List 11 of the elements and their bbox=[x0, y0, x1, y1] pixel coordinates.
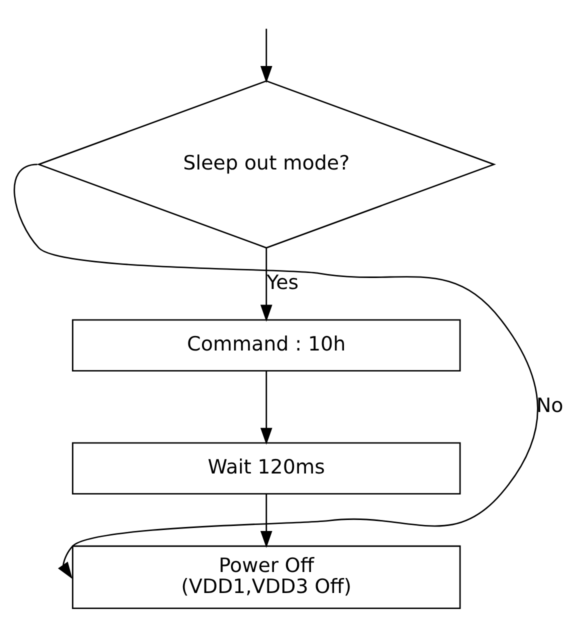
arrow bbox=[14, 163, 538, 578]
node-box: Wait 120ms bbox=[72, 442, 461, 494]
edge-label: Yes bbox=[266, 270, 299, 294]
arrow bbox=[260, 248, 272, 322]
arrow bbox=[260, 370, 272, 444]
arrow bbox=[260, 28, 272, 82]
edge-label: No bbox=[536, 394, 564, 417]
node-diamond: Sleep out mode? bbox=[36, 80, 496, 248]
node-box: Command : 10h bbox=[72, 318, 461, 372]
arrow bbox=[260, 493, 272, 548]
node-box: Power Off (VDD1,VDD3 Off) bbox=[72, 544, 461, 609]
